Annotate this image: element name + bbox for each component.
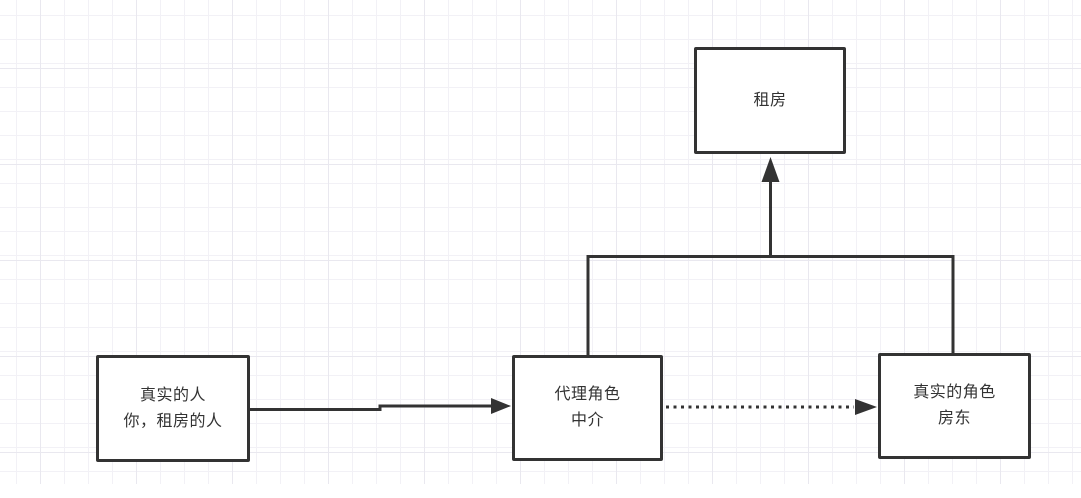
node-label: 代理角色 (554, 386, 621, 403)
node-proxy-agent[interactable]: 代理角色 中介 (512, 355, 663, 461)
node-label: 房东 (937, 410, 971, 427)
edge-elbow-line (586, 255, 955, 355)
arrowhead-right-icon (491, 398, 511, 414)
node-label: 你，租房的人 (123, 412, 223, 430)
node-label: 真实的角色 (913, 384, 996, 401)
node-rent[interactable]: 租房 (694, 47, 846, 154)
edge-line (250, 404, 493, 411)
node-real-person[interactable]: 真实的人 你，租房的人 (96, 355, 250, 462)
node-label: 中介 (570, 412, 604, 429)
node-real-role-landlord[interactable]: 真实的角色 房东 (878, 353, 1031, 459)
node-label: 租房 (753, 91, 787, 109)
edge-to-rent[interactable] (586, 157, 955, 355)
arrowhead-up-icon (761, 157, 780, 182)
edge-proxy-to-landlord[interactable] (666, 399, 877, 415)
node-label: 真实的人 (139, 386, 206, 404)
arrowhead-right-icon (855, 399, 877, 415)
edge-person-to-proxy[interactable] (250, 398, 511, 414)
